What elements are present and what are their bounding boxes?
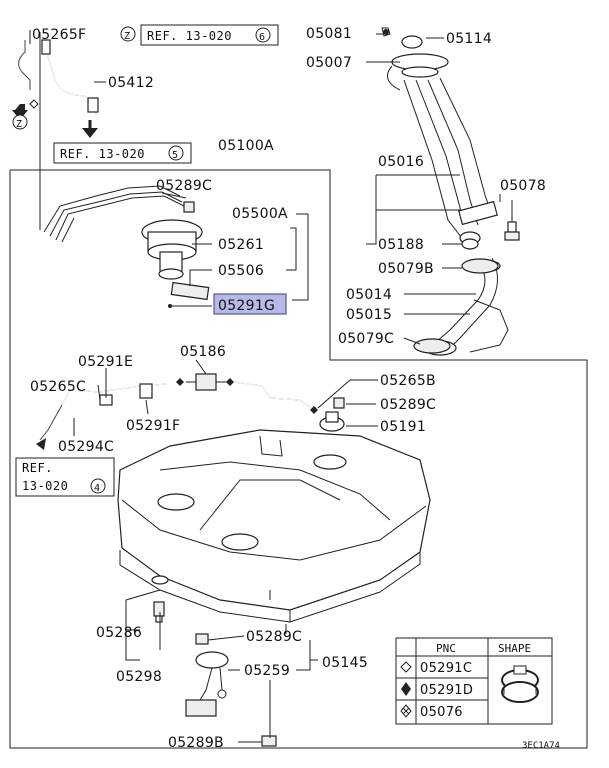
ref-text: REF. 13-020 (147, 29, 232, 43)
label-05079B: 05079B (378, 261, 434, 277)
clamp-05079B (461, 258, 499, 274)
highlight-05291G (213, 293, 287, 315)
ref-num: 6 (259, 32, 265, 43)
label-05145: 05145 (322, 655, 368, 671)
legend-header-pnc: PNC (436, 642, 456, 655)
label-05289C: 05289C (156, 178, 212, 194)
z-marker-label: Z (124, 31, 130, 42)
label-05114: 05114 (446, 31, 492, 47)
label-05186: 05186 (180, 344, 226, 360)
bolt-05078 (504, 221, 520, 241)
z-marker-left: Z (12, 114, 28, 130)
fuel-pump-05100A (43, 185, 210, 308)
legend-pnc-2: 05291D (420, 683, 473, 698)
ref-num: 5 (172, 150, 178, 161)
clamp-shape-icon (501, 665, 539, 703)
nut-05289B (261, 735, 277, 747)
label-05015: 05015 (346, 307, 392, 323)
label-05412: 05412 (108, 75, 154, 91)
ref-text: REF. (22, 461, 53, 475)
frame (9, 169, 588, 749)
label-05294C: 05294C (58, 439, 114, 455)
ref-box-1[interactable]: REF. 13-020 6 (140, 24, 279, 46)
hose-05265B (233, 381, 318, 414)
gauge-unit-05145 (185, 633, 229, 717)
label-05291F: 05291F (126, 418, 180, 434)
label-05286: 05286 (96, 625, 142, 641)
label-05291G: 05291G (218, 298, 275, 314)
label-05007: 05007 (306, 55, 352, 71)
ring-05188 (461, 238, 479, 250)
label-05265C: 05265C (30, 379, 86, 395)
ref-num: 4 (94, 483, 100, 494)
diamond-filled-icon (401, 682, 411, 696)
label-05289C: 05289C (246, 629, 302, 645)
legend-header-shape: SHAPE (498, 642, 531, 655)
label-05265F: 05265F (32, 27, 86, 43)
ref-text: 13-020 (22, 479, 68, 493)
label-05289C: 05289C (380, 397, 436, 413)
filler-cap-05081 (381, 27, 391, 37)
valve-05191 (319, 411, 345, 432)
nut-05289C (333, 397, 345, 409)
label-05506: 05506 (218, 263, 264, 279)
label-05259: 05259 (244, 663, 290, 679)
label-05291E: 05291E (78, 354, 133, 370)
label-05265B: 05265B (380, 373, 436, 389)
label-05298: 05298 (116, 669, 162, 685)
ref-box-2[interactable]: REF. 13-020 5 (53, 142, 192, 164)
label-05188: 05188 (378, 237, 424, 253)
label-05081: 05081 (306, 26, 352, 42)
diagram-code: 3EC1A74 (522, 741, 560, 751)
label-05261: 05261 (218, 237, 264, 253)
leader-lines (73, 33, 513, 743)
hose-05265C (36, 383, 169, 450)
arrow-down-icon (82, 120, 98, 138)
label-05078: 05078 (500, 178, 546, 194)
z-marker-top: Z (120, 26, 136, 42)
drain-plug-05286 (151, 575, 169, 623)
label-05014: 05014 (346, 287, 392, 303)
ref-text: REF. 13-020 (60, 147, 145, 161)
legend-pnc-1: 05291C (420, 661, 472, 676)
diamond-icon (29, 99, 39, 109)
clamp-05079C (413, 338, 451, 354)
label-05079C: 05079C (338, 331, 394, 347)
label-05016: 05016 (378, 154, 424, 170)
label-05500A: 05500A (232, 206, 288, 222)
label-05191: 05191 (380, 419, 426, 435)
fuel-tank (117, 429, 431, 623)
vapor-hose-05412 (18, 30, 99, 230)
nut-05289C (183, 201, 195, 213)
legend-table: PNC SHAPE 05291C 05291D 05076 (395, 637, 553, 725)
ref-box-3[interactable]: REF. 13-020 4 (15, 457, 115, 497)
diamond-cross-icon (400, 704, 412, 718)
filter-05186 (176, 373, 234, 391)
label-05100A: 05100A (218, 138, 274, 154)
filler-neck-05007 (387, 35, 498, 245)
z-marker-label: Z (16, 119, 22, 130)
label-05289B: 05289B (168, 735, 224, 751)
part-labels: 05265F 05412 05100A 05289C 05500A 05261 … (30, 26, 546, 751)
diamond-outline-icon (400, 661, 412, 673)
legend-pnc-3: 05076 (420, 705, 463, 720)
